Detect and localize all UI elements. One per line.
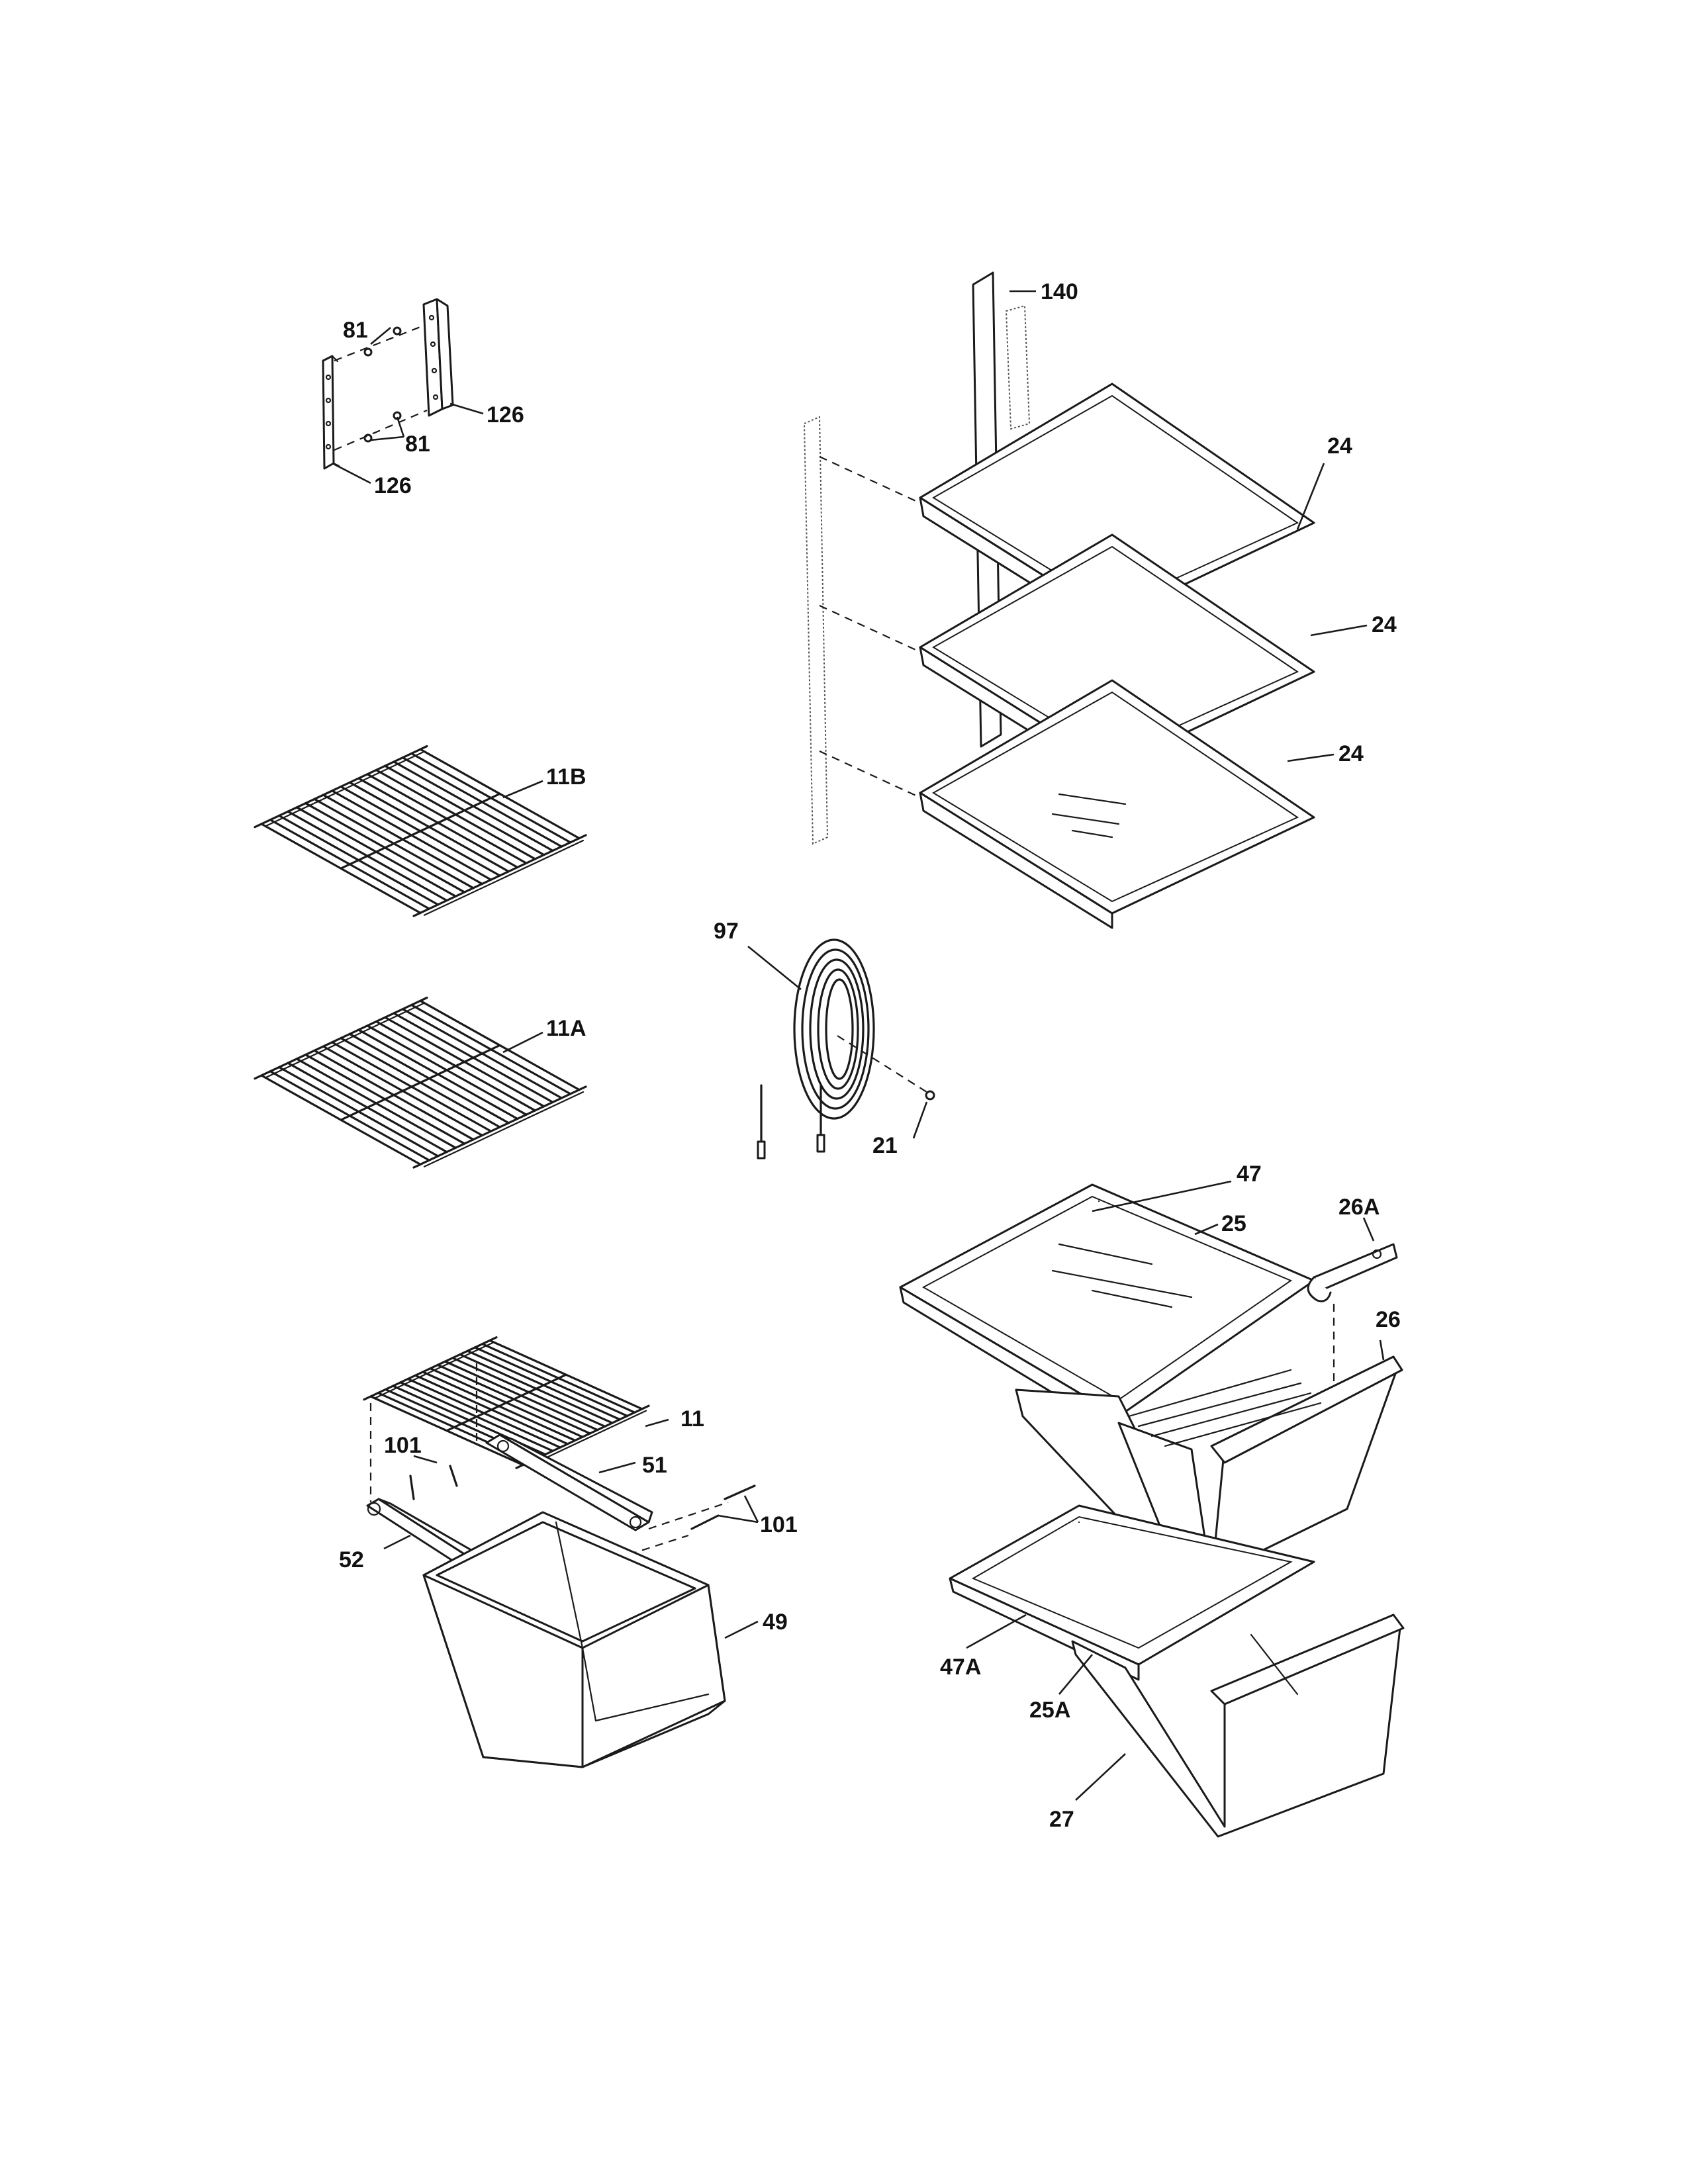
- callout-101-left: 101: [384, 1433, 422, 1458]
- glass-shelf-24-bottom: [919, 679, 1315, 929]
- callout-24-top: 24: [1327, 433, 1352, 459]
- callout-81-top: 81: [343, 318, 368, 343]
- screw-101-left-b: [449, 1465, 458, 1487]
- wire-shelf-11A: [254, 996, 587, 1169]
- crisper-drawer-27: [1071, 1614, 1405, 1838]
- wire-shelf-11B: [254, 745, 587, 917]
- callout-81-bottom: 81: [405, 432, 430, 457]
- bracket-126-right: [422, 298, 454, 417]
- callout-11: 11: [680, 1406, 704, 1432]
- callout-52: 52: [339, 1547, 364, 1572]
- rail-left-hatched: [803, 416, 829, 845]
- screw-81-top-b: [363, 347, 373, 357]
- screw-81-top-a: [393, 326, 402, 336]
- storage-pan-49: [422, 1511, 726, 1768]
- callout-24-middle: 24: [1372, 612, 1397, 637]
- callout-47A: 47A: [940, 1655, 981, 1680]
- callout-101-right: 101: [760, 1512, 798, 1537]
- coil-97: [757, 938, 875, 1160]
- callout-24-bottom: 24: [1338, 741, 1364, 766]
- callout-97: 97: [714, 919, 739, 944]
- callout-49: 49: [763, 1610, 788, 1635]
- crisper-cover-25: [899, 1183, 1315, 1434]
- callout-11A: 11A: [546, 1016, 586, 1041]
- callout-126-left: 126: [374, 473, 412, 498]
- callout-25: 25: [1221, 1211, 1246, 1236]
- screw-21: [925, 1090, 935, 1101]
- callout-11B: 11B: [546, 764, 586, 790]
- callout-51: 51: [642, 1453, 667, 1478]
- callout-47: 47: [1237, 1161, 1262, 1187]
- callout-25A: 25A: [1029, 1698, 1070, 1723]
- callout-140: 140: [1041, 279, 1078, 304]
- screw-101-right-b: [690, 1514, 720, 1530]
- leader-lines: [332, 290, 1385, 1801]
- bracket-126-left: [322, 355, 340, 470]
- slide-rail-51: [485, 1433, 653, 1531]
- screw-101-left-a: [409, 1475, 415, 1500]
- callout-27: 27: [1049, 1807, 1074, 1832]
- crisper-drawer-26: [1015, 1355, 1403, 1590]
- bracket-26A: [1307, 1243, 1398, 1302]
- callout-21: 21: [872, 1133, 898, 1158]
- callout-26A: 26A: [1338, 1195, 1380, 1220]
- callout-126-right: 126: [487, 402, 524, 428]
- wire-shelf-11: [363, 1336, 650, 1469]
- screw-101-right-a: [724, 1484, 756, 1500]
- callout-26: 26: [1376, 1307, 1401, 1332]
